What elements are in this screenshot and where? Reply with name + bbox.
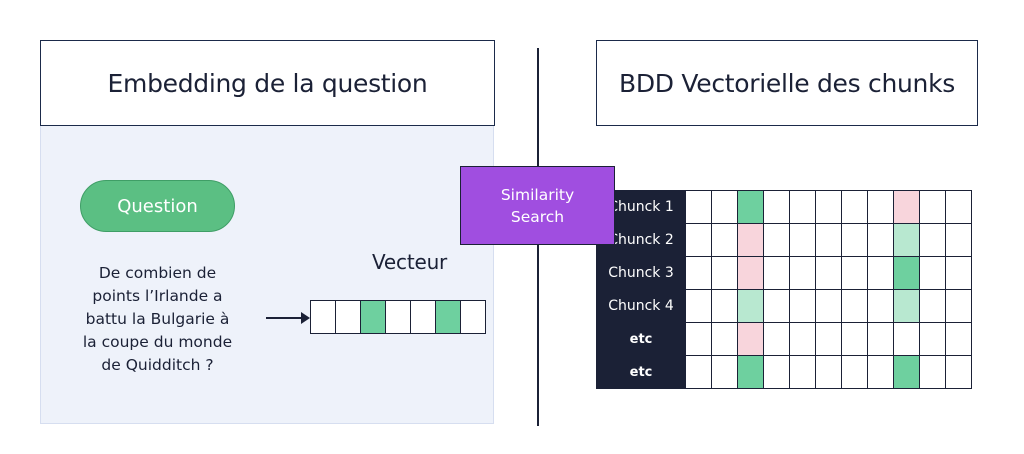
chunk-vector-cell xyxy=(841,223,868,257)
chunk-vector-cell xyxy=(711,289,738,323)
chunk-vector-cell xyxy=(711,223,738,257)
chunk-vector-cell xyxy=(763,355,790,389)
chunk-vector-cell xyxy=(841,289,868,323)
chunk-vector-cell xyxy=(841,355,868,389)
similarity-search-box: Similarity Search xyxy=(460,166,615,245)
chunk-vector-cell xyxy=(815,256,842,290)
question-text: De combien de points l’Irlande a battu l… xyxy=(82,264,233,374)
chunk-vector-cell xyxy=(919,256,946,290)
chunk-vector-cell xyxy=(893,355,920,389)
chunk-vector-cell xyxy=(789,355,816,389)
chunk-vector-cell xyxy=(711,322,738,356)
right-panel-title: BDD Vectorielle des chunks xyxy=(618,68,955,98)
chunk-vector-cell xyxy=(867,223,894,257)
chunk-vector-cell xyxy=(789,256,816,290)
chunk-vector-cell xyxy=(945,256,972,290)
chunk-vector-cell xyxy=(919,322,946,356)
chunk-vector-cell xyxy=(685,223,712,257)
chunk-vector-cell xyxy=(867,322,894,356)
vector-cell xyxy=(311,301,336,333)
chunk-vector-cell xyxy=(737,256,764,290)
chunk-vector-cell xyxy=(763,289,790,323)
vector-cell xyxy=(461,301,485,333)
chunk-row-label: Chunck 3 xyxy=(596,256,686,290)
chunk-vector-cell xyxy=(685,256,712,290)
chunk-vector-cell xyxy=(893,223,920,257)
left-panel-background xyxy=(40,125,494,424)
chunk-vector-cell xyxy=(815,289,842,323)
chunk-vector-cell xyxy=(685,190,712,224)
chunk-row-label: Chunck 4 xyxy=(596,289,686,323)
chunk-vector-cell xyxy=(945,223,972,257)
chunk-vector-cell xyxy=(763,256,790,290)
vector-cell xyxy=(336,301,361,333)
chunk-vector-cell xyxy=(815,322,842,356)
chunk-vector-cell xyxy=(711,190,738,224)
question-label: Question xyxy=(117,195,198,217)
chunk-vector-cell xyxy=(763,223,790,257)
vector-label: Vecteur xyxy=(372,250,448,274)
chunk-row: etc xyxy=(596,322,972,356)
chunk-vector-cell xyxy=(737,223,764,257)
chunk-vector-cell xyxy=(893,256,920,290)
chunk-vector-cell xyxy=(919,355,946,389)
vector-cell xyxy=(436,301,461,333)
chunk-vector-cell xyxy=(789,322,816,356)
chunk-vector-cell xyxy=(737,289,764,323)
vector-cell xyxy=(411,301,436,333)
arrow-head-icon xyxy=(301,312,310,324)
vector-cell xyxy=(386,301,411,333)
chunk-vector-cell xyxy=(815,355,842,389)
chunk-vector-cell xyxy=(919,190,946,224)
chunk-vector-cell xyxy=(763,322,790,356)
chunk-vector-cell xyxy=(841,190,868,224)
left-panel-header: Embedding de la question xyxy=(40,40,495,126)
chunk-vector-cell xyxy=(737,355,764,389)
chunk-vector-cell xyxy=(945,289,972,323)
chunk-row: Chunck 4 xyxy=(596,289,972,323)
chunk-vector-cell xyxy=(815,223,842,257)
chunk-row-label: etc xyxy=(596,322,686,356)
arrow-line xyxy=(266,317,304,319)
chunk-vector-cell xyxy=(867,190,894,224)
chunk-vector-cell xyxy=(841,322,868,356)
chunk-vector-cell xyxy=(763,190,790,224)
chunk-vector-cell xyxy=(685,355,712,389)
question-pill: Question xyxy=(80,180,235,232)
chunk-row: Chunck 2 xyxy=(596,223,972,257)
chunk-row: Chunck 1 xyxy=(596,190,972,224)
chunk-vector-cell xyxy=(945,355,972,389)
chunk-vector-cell xyxy=(919,223,946,257)
chunk-vector-cell xyxy=(893,190,920,224)
right-panel-header: BDD Vectorielle des chunks xyxy=(596,40,978,126)
chunk-row-label: etc xyxy=(596,355,686,389)
chunk-vector-cell xyxy=(945,190,972,224)
chunk-vector-cell xyxy=(919,289,946,323)
chunk-vector-cell xyxy=(815,190,842,224)
chunk-vector-cell xyxy=(685,289,712,323)
chunk-vector-cell xyxy=(789,190,816,224)
chunk-vector-cell xyxy=(789,289,816,323)
chunk-row: etc xyxy=(596,355,972,389)
chunk-vector-cell xyxy=(737,322,764,356)
chunk-vector-cell xyxy=(737,190,764,224)
chunk-vector-cell xyxy=(945,322,972,356)
vector-cell xyxy=(361,301,386,333)
chunk-vector-cell xyxy=(711,355,738,389)
chunk-vector-cell xyxy=(867,256,894,290)
chunk-vector-cell xyxy=(867,289,894,323)
chunk-vector-cell xyxy=(841,256,868,290)
chunk-vector-cell xyxy=(685,322,712,356)
similarity-search-line1: Similarity xyxy=(500,185,575,204)
chunk-vector-cell xyxy=(867,355,894,389)
chunk-row: Chunck 3 xyxy=(596,256,972,290)
chunk-vector-cell xyxy=(893,289,920,323)
chunk-vector-cell xyxy=(711,256,738,290)
left-panel-title: Embedding de la question xyxy=(107,68,428,98)
question-vector xyxy=(310,300,486,334)
chunk-vector-cell xyxy=(893,322,920,356)
chunk-vector-cell xyxy=(789,223,816,257)
similarity-search-line2: Search xyxy=(510,207,565,226)
